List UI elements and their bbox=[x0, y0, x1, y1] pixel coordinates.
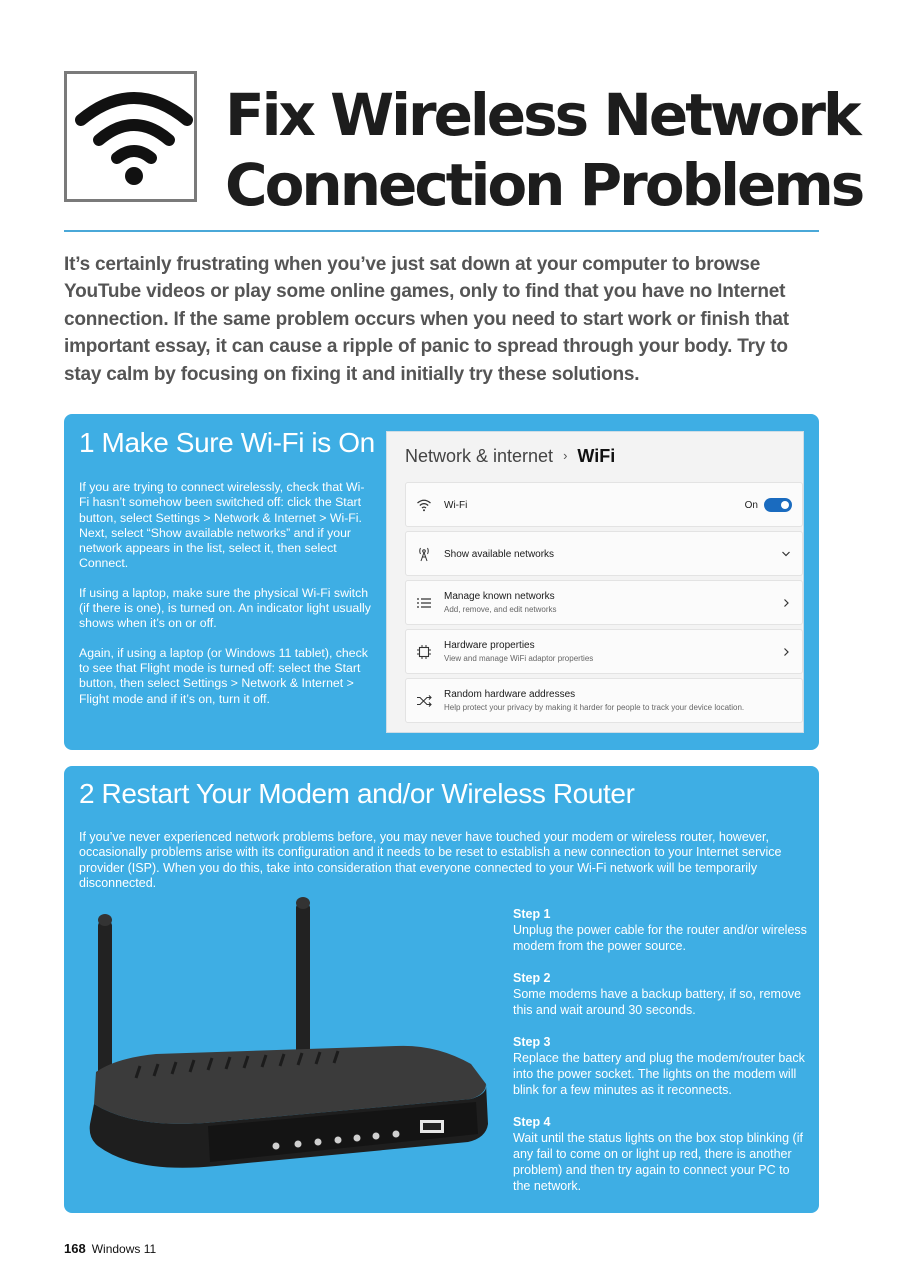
settings-row-wifi[interactable]: Wi-Fi On bbox=[405, 482, 803, 527]
wifi-icon bbox=[75, 92, 193, 185]
title-line-2: Connection Problems bbox=[225, 151, 865, 219]
step-item: Step 3 Replace the battery and plug the … bbox=[513, 1034, 809, 1098]
settings-row-description: View and manage WiFi adaptor properties bbox=[444, 654, 594, 663]
title-divider bbox=[64, 230, 819, 232]
wifi-settings-screenshot: Network & internet › WiFi Wi-Fi On Show av… bbox=[386, 431, 804, 733]
section-1-text: If you are trying to connect wirelessly,… bbox=[79, 480, 374, 721]
settings-row-label: Random hardware addresses bbox=[444, 689, 576, 700]
steps-list: Step 1 Unplug the power cable for the ro… bbox=[513, 906, 809, 1210]
section-2-heading: 2 Restart Your Modem and/or Wireless Rou… bbox=[79, 778, 635, 809]
settings-row-description: Help protect your privacy by making it h… bbox=[444, 703, 745, 712]
settings-row-label: Hardware properties bbox=[444, 640, 535, 651]
breadcrumb-separator: › bbox=[563, 448, 568, 463]
settings-row-label: Show available networks bbox=[444, 549, 555, 560]
settings-row-random-addresses[interactable]: Random hardware addresses Help protect y… bbox=[405, 678, 803, 723]
breadcrumb: Network & internet › WiFi bbox=[405, 446, 615, 467]
settings-row-label: Wi-Fi bbox=[444, 500, 468, 511]
section-1-paragraph: Again, if using a laptop (or Windows 11 … bbox=[79, 645, 368, 706]
step-item: Step 2 Some modems have a backup battery… bbox=[513, 970, 809, 1018]
title-line-1: Fix Wireless Network bbox=[225, 81, 862, 149]
step-item: Step 1 Unplug the power cable for the ro… bbox=[513, 906, 809, 954]
router-image bbox=[89, 897, 489, 1168]
page-number: 168 bbox=[64, 1241, 86, 1256]
chevron-right-icon bbox=[784, 648, 789, 656]
step-title: Step 1 bbox=[513, 907, 551, 921]
section-1-paragraph: If you are trying to connect wirelessly,… bbox=[79, 480, 365, 571]
section-1-heading: 1 Make Sure Wi-Fi is On bbox=[79, 427, 375, 458]
settings-row-known-networks[interactable]: Manage known networks Add, remove, and e… bbox=[405, 580, 803, 625]
settings-row-hardware-properties[interactable]: Hardware properties View and manage WiFi… bbox=[405, 629, 803, 674]
toggle-state-text: On bbox=[744, 500, 758, 511]
toggle-knob bbox=[781, 501, 789, 509]
publication-name: Windows 11 bbox=[91, 1242, 157, 1256]
step-text: Wait until the status lights on the box … bbox=[513, 1131, 803, 1193]
step-title: Step 4 bbox=[513, 1115, 551, 1129]
wifi-logo-box bbox=[64, 71, 197, 202]
list-icon bbox=[417, 598, 431, 608]
step-text: Some modems have a backup battery, if so… bbox=[513, 987, 802, 1017]
step-text: Replace the battery and plug the modem/r… bbox=[513, 1051, 805, 1097]
chevron-right-icon bbox=[784, 599, 789, 607]
section-1-paragraph: If using a laptop, make sure the physica… bbox=[79, 585, 371, 631]
page-title: Fix Wireless Network Connection Problems bbox=[225, 80, 865, 220]
settings-row-show-networks[interactable]: Show available networks bbox=[405, 531, 803, 576]
section-1-panel: 1 Make Sure Wi-Fi is On If you are tryin… bbox=[64, 414, 819, 750]
section-2-intro: If you’ve never experienced network prob… bbox=[79, 830, 782, 891]
breadcrumb-current: WiFi bbox=[577, 446, 616, 466]
settings-row-description: Add, remove, and edit networks bbox=[444, 605, 557, 614]
wifi-icon bbox=[417, 499, 431, 512]
step-title: Step 3 bbox=[513, 1035, 551, 1049]
step-item: Step 4 Wait until the status lights on t… bbox=[513, 1114, 809, 1194]
step-title: Step 2 bbox=[513, 971, 551, 985]
intro-paragraph: It’s certainly frustrating when you’ve j… bbox=[64, 254, 789, 385]
section-2-panel: 2 Restart Your Modem and/or Wireless Rou… bbox=[64, 766, 819, 1213]
antenna-icon bbox=[419, 547, 429, 562]
chip-icon bbox=[417, 645, 431, 659]
shuffle-icon bbox=[417, 695, 432, 707]
settings-row-label: Manage known networks bbox=[444, 591, 555, 602]
chevron-down-icon bbox=[782, 551, 790, 557]
step-text: Unplug the power cable for the router an… bbox=[513, 923, 807, 953]
page-footer: 168 Windows 11 bbox=[64, 1241, 156, 1256]
wifi-toggle[interactable] bbox=[764, 498, 792, 512]
breadcrumb-parent[interactable]: Network & internet bbox=[405, 446, 554, 466]
